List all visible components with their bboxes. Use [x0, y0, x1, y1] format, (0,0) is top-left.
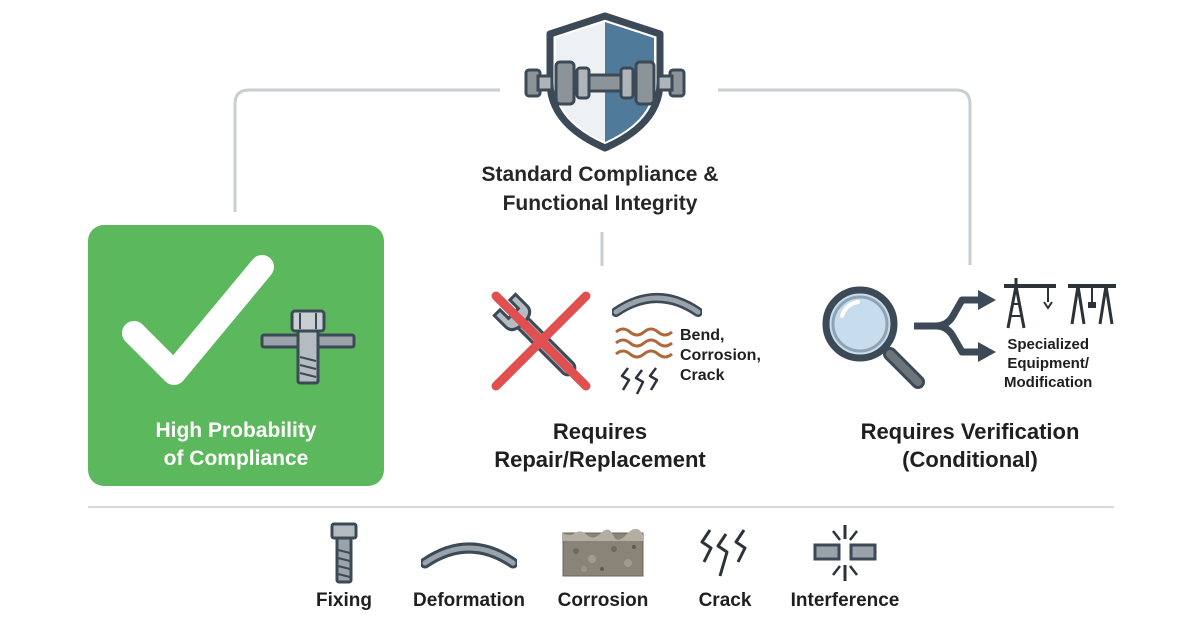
verification-note: Specialized Equipment/ Modification	[1004, 335, 1092, 392]
verification-note-line1: Specialized	[1007, 336, 1090, 353]
compliance-label-line2: of Compliance	[163, 447, 309, 470]
legend-item-fixing: Fixing	[279, 520, 409, 612]
root-title-line2: Functional Integrity	[502, 192, 698, 215]
corrosion-icon	[615, 327, 673, 359]
root-node	[520, 12, 690, 152]
root-title-line1: Standard Compliance &	[481, 163, 719, 186]
legend-label-interference: Interference	[790, 590, 900, 611]
repair-title-line2: Repair/Replacement	[494, 447, 706, 472]
corrosion-texture-icon	[562, 529, 644, 577]
legend-label-deformation: Deformation	[413, 590, 525, 611]
connector-right	[718, 88, 972, 265]
legend-label-corrosion: Corrosion	[557, 590, 649, 611]
bend-icon	[612, 293, 702, 317]
verification-title-line2: (Conditional)	[902, 447, 1038, 472]
repair-note-line3: Crack	[680, 367, 725, 384]
crack-icon	[620, 367, 659, 395]
compliance-label: High Probability of Compliance	[88, 417, 384, 473]
repair-title: Requires Repair/Replacement	[450, 418, 750, 474]
crossed-wrench-icon	[491, 291, 591, 391]
fork-arrow-icon	[914, 290, 996, 362]
verification-note-line3: Modification	[1004, 374, 1093, 391]
magnifier-icon	[822, 286, 925, 389]
checkmark-icon	[122, 255, 274, 385]
legend-label-fixing: Fixing	[316, 590, 372, 611]
crack-icon	[700, 529, 747, 577]
legend-divider	[88, 506, 1114, 508]
bolt-fixing-icon	[260, 309, 356, 385]
repair-note-line2: Corrosion,	[680, 347, 761, 364]
legend-item-corrosion: Corrosion	[538, 520, 668, 612]
shield-bolt-icon	[524, 12, 686, 152]
compliance-card: High Probability of Compliance	[88, 225, 384, 486]
legend-label-crack: Crack	[698, 590, 752, 611]
verification-title-line1: Requires Verification	[860, 419, 1080, 444]
legend-item-crack: Crack	[660, 520, 790, 612]
crane-icon	[1004, 278, 1056, 329]
bolt-icon	[330, 522, 358, 584]
legend-item-deformation: Deformation	[404, 520, 534, 612]
interference-icon	[813, 525, 877, 581]
repair-title-line1: Requires	[552, 419, 648, 444]
bent-plate-icon	[421, 542, 517, 569]
connector-left	[233, 88, 500, 212]
root-title: Standard Compliance & Functional Integri…	[420, 160, 780, 218]
repair-note: Bend, Corrosion, Crack	[680, 326, 761, 386]
verification-title: Requires Verification (Conditional)	[820, 418, 1120, 474]
repair-note-line1: Bend,	[680, 327, 725, 344]
compliance-label-line1: High Probability	[155, 419, 317, 442]
gantry-icon	[1068, 284, 1116, 325]
verification-note-line2: Equipment/	[1007, 355, 1089, 372]
legend-item-interference: Interference	[780, 520, 910, 612]
